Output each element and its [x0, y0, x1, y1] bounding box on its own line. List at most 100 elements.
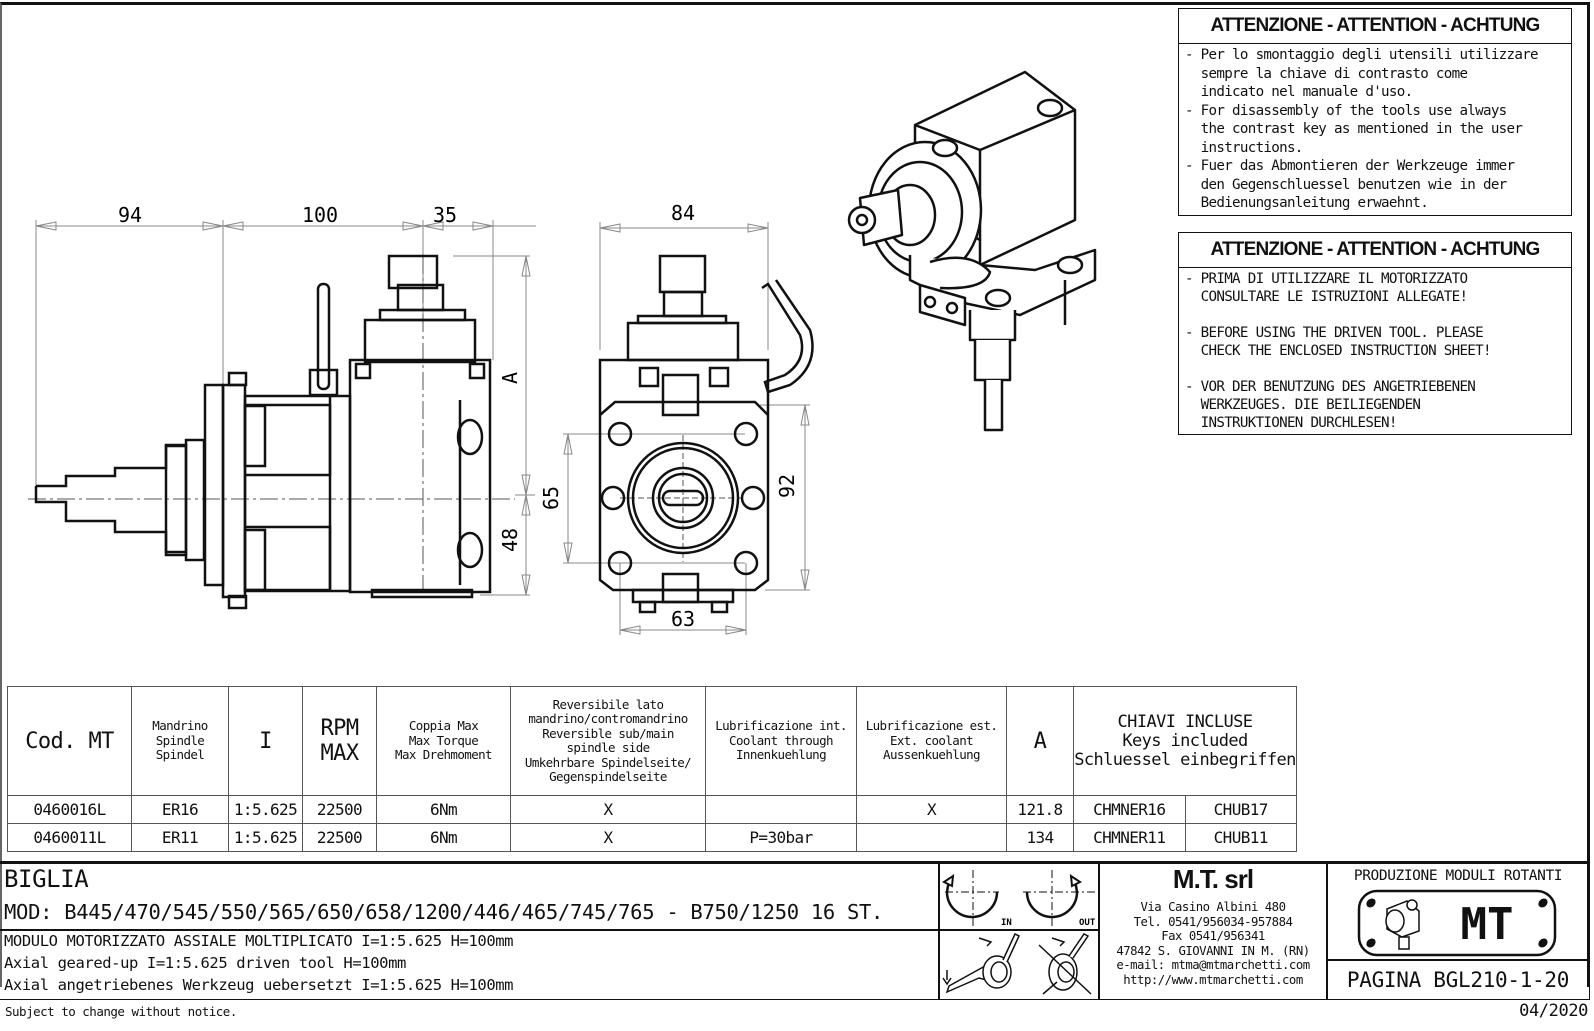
table-row: 0460016L ER16 1:5.625 22500 6Nm X X 121.…	[7, 795, 1297, 824]
company-contacts: Via Casino Albini 480 Tel. 0541/956034-9…	[1099, 900, 1327, 987]
cell-torque: 6Nm	[376, 823, 511, 852]
cell-a: 121.8	[1006, 795, 1074, 824]
incorrect-key-usage-icon	[1038, 933, 1092, 995]
rotation-in-label: IN	[1001, 918, 1012, 928]
company-tel: Tel. 0541/956034-957884	[1133, 914, 1293, 929]
warning-line: - PRIMA DI UTILIZZARE IL MOTORIZZATO	[1185, 271, 1468, 287]
header-code: Cod. MT	[7, 686, 132, 796]
header-a: A	[1006, 686, 1074, 796]
isometric-view-drawing	[847, 70, 1097, 432]
cell-key2: CHUB11	[1184, 823, 1297, 852]
warning-line: instructions.	[1185, 139, 1304, 156]
warning-line: - VOR DER BENUTZUNG DES ANGETRIEBENEN	[1185, 379, 1476, 395]
description-it: MODULO MOTORIZZATO ASSIALE MOLTIPLICATO …	[4, 932, 514, 950]
warning-line: den Gegenschluessel benutzen wie in der	[1185, 176, 1508, 193]
rotation-in-icon	[942, 870, 999, 926]
logo-tool-icon	[1385, 899, 1420, 950]
warning-box-tool-disassembly: ATTENZIONE - ATTENTION - ACHTUNG - Per l…	[1178, 8, 1572, 216]
warning-box-instructions: ATTENZIONE - ATTENTION - ACHTUNG - PRIMA…	[1178, 232, 1572, 435]
compatible-models: MOD: B445/470/545/550/565/650/658/1200/4…	[4, 900, 884, 924]
cell-spindle: ER16	[131, 795, 229, 824]
warning-spacer	[1185, 306, 1565, 324]
production-label: PRODUZIONE MODULI ROTANTI	[1353, 868, 1563, 884]
warning-line: WERKZEUGES. DIE BEILIEGENDEN	[1185, 397, 1421, 413]
side-view-drawing: 94 100 35 A 48	[28, 203, 536, 610]
description-block: MODULO MOTORIZZATO ASSIALE MOLTIPLICATO …	[0, 929, 940, 1000]
warning-line: INSTRUKTIONEN DURCHLESEN!	[1185, 415, 1398, 431]
dim-100: 100	[302, 203, 338, 227]
company-name: M.T. srl	[1172, 864, 1254, 894]
warning-line: the contrast key as mentioned in the use…	[1185, 121, 1523, 137]
dim-84: 84	[671, 201, 695, 225]
description-en: Axial geared-up I=1:5.625 driven tool H=…	[4, 954, 406, 972]
correct-key-usage-icon	[942, 932, 1020, 994]
page-block: PAGINA BGL210-1-20	[1326, 959, 1590, 1000]
cell-coolant-int: P=30bar	[705, 823, 857, 852]
warning-line: CONSULTARE LE ISTRUZIONI ALLEGATE!	[1185, 289, 1468, 305]
warning-line: - BEFORE USING THE DRIVEN TOOL. PLEASE	[1185, 325, 1484, 341]
machine-block: BIGLIA MOD: B445/470/545/550/565/650/658…	[0, 862, 940, 931]
dim-63: 63	[671, 607, 695, 631]
dim-92: 92	[775, 474, 799, 498]
cell-rpm: 22500	[302, 795, 377, 824]
cell-rpm: 22500	[302, 823, 377, 852]
cell-ratio: 1:5.625	[228, 823, 303, 852]
warning-line: - Fuer das Abmontieren der Werkzeuge imm…	[1185, 158, 1515, 174]
rotation-out-icon	[1023, 870, 1097, 926]
rotation-direction-block: IN OUT	[938, 862, 1100, 931]
company-website[interactable]: http://www.mtmarchetti.com	[1123, 972, 1303, 987]
warning-title: ATTENZIONE - ATTENTION - ACHTUNG	[1179, 233, 1571, 268]
logo-text: MT	[1461, 899, 1514, 950]
dim-a: A	[498, 372, 522, 384]
front-view-drawing: 84 65 92 63	[539, 201, 814, 635]
cell-ratio: 1:5.625	[228, 795, 303, 824]
mt-logo: MT	[1357, 889, 1557, 957]
cell-code: 0460016L	[7, 795, 132, 824]
cell-coolant-ext	[856, 823, 1007, 852]
cell-spindle: ER11	[131, 823, 229, 852]
warning-line: CHECK THE ENCLOSED INSTRUCTION SHEET!	[1185, 343, 1492, 359]
company-address: Via Casino Albini 480	[1140, 900, 1286, 914]
warning-title: ATTENZIONE - ATTENTION - ACHTUNG	[1179, 9, 1571, 44]
machine-name: BIGLIA	[4, 865, 89, 893]
dim-94: 94	[118, 203, 142, 227]
cell-torque: 6Nm	[376, 795, 511, 824]
cell-reversible: X	[510, 823, 706, 852]
cell-coolant-ext: X	[856, 795, 1007, 824]
warning-body: - Per lo smontaggio degli utensili utili…	[1179, 44, 1571, 215]
company-email[interactable]: e-mail: mtma@mtmarchetti.com	[1116, 958, 1310, 972]
description-de: Axial angetriebenes Werkzeug uebersetzt …	[4, 976, 514, 994]
warning-line: sempre la chiave di contrasto come	[1185, 65, 1468, 82]
company-block: M.T. srl Via Casino Albini 480 Tel. 0541…	[1098, 862, 1328, 1000]
cell-key1: CHMNER11	[1073, 823, 1186, 852]
warning-line: Bedienungsanleitung erwaehnt.	[1185, 195, 1429, 211]
warning-spacer	[1185, 360, 1565, 378]
cell-a: 134	[1006, 823, 1074, 852]
dim-65: 65	[539, 486, 563, 510]
cell-reversible: X	[510, 795, 706, 824]
dim-35: 35	[433, 203, 457, 227]
cell-coolant-int	[705, 795, 857, 824]
production-block: PRODUZIONE MODULI ROTANTI MT	[1326, 862, 1590, 961]
revision-date: 04/2020	[1519, 1001, 1588, 1021]
warning-line: - For disassembly of the tools use alway…	[1185, 102, 1507, 119]
company-fax: Fax 0541/956341	[1161, 929, 1265, 943]
warning-line: indicato nel manuale d'uso.	[1185, 84, 1413, 100]
cell-code: 0460011L	[7, 823, 132, 852]
key-usage-block	[938, 929, 1100, 1000]
cell-key2: CHUB17	[1184, 795, 1297, 824]
table-row: 0460011L ER11 1:5.625 22500 6Nm X P=30ba…	[7, 823, 1297, 852]
page-number: PAGINA BGL210-1-20	[1346, 968, 1570, 992]
rotation-out-label: OUT	[1079, 918, 1096, 928]
header-ratio: I	[228, 686, 303, 796]
drawing-frame	[0, 2, 1590, 987]
